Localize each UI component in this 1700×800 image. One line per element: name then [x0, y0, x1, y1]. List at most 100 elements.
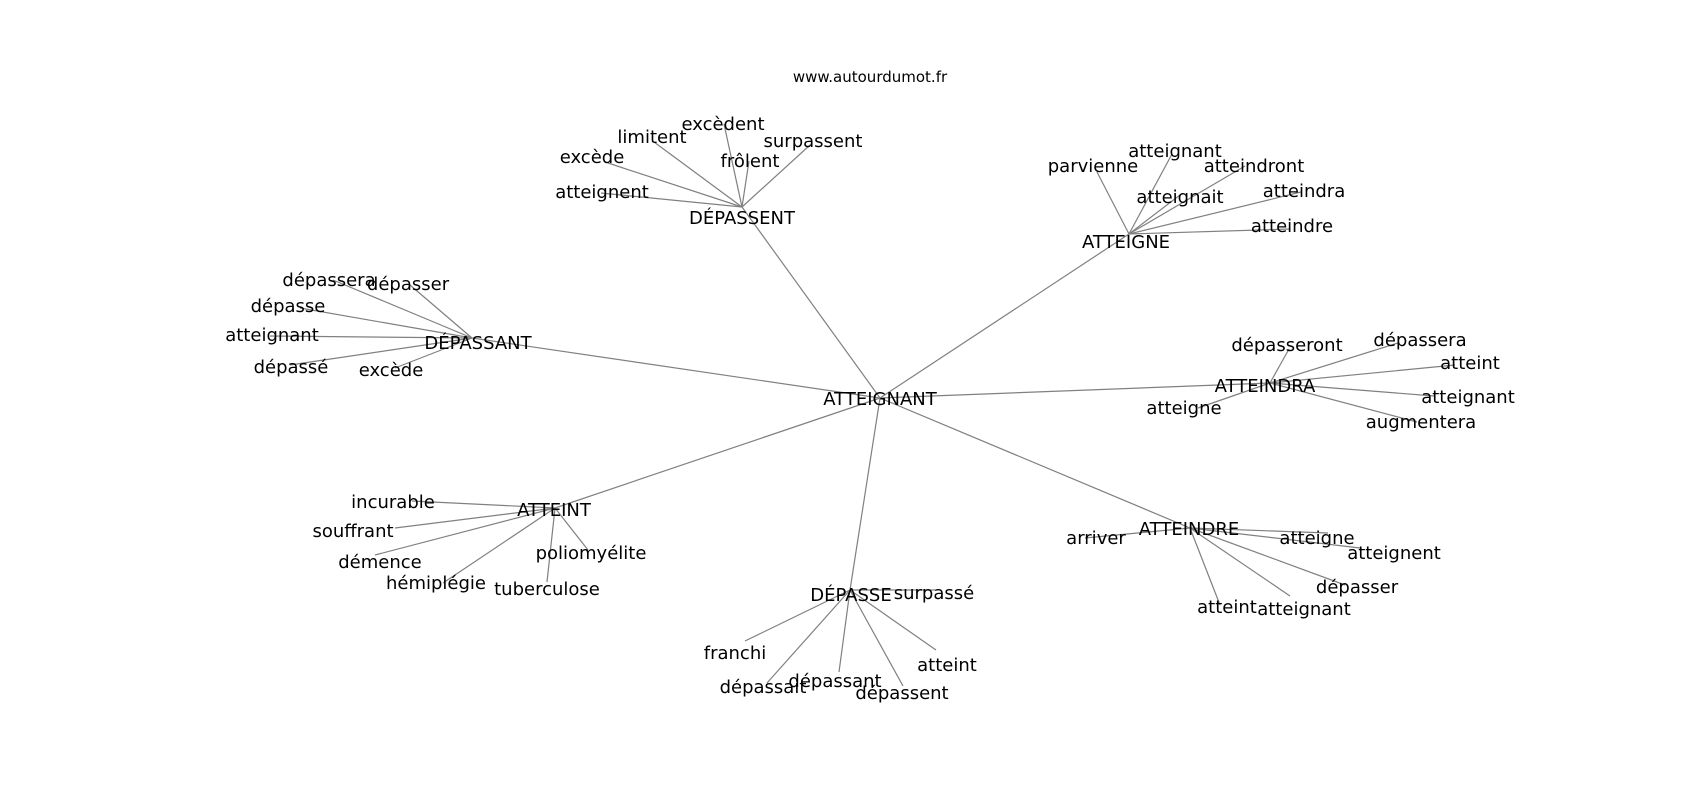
hub-leaf-edge — [1269, 348, 1290, 384]
leaf-node-label: dépasse — [251, 296, 326, 317]
leaf-node-label: dépassait — [720, 677, 807, 698]
center-hub-edge — [849, 397, 881, 591]
center-hub-edge — [741, 206, 881, 399]
hub-leaf-edge — [394, 507, 556, 529]
leaf-node-label: atteindra — [1263, 181, 1346, 202]
leaf-node-label: excède — [359, 360, 424, 381]
hub-leaf-edge — [607, 162, 743, 208]
hub-leaf-edge — [838, 589, 851, 673]
hub-leaf-edge — [546, 507, 556, 583]
center-hub-edge — [554, 397, 881, 509]
leaf-node-label: surpassé — [894, 583, 974, 604]
leaf-node-label: atteigne — [1146, 398, 1221, 419]
hub-leaf-edge — [1096, 171, 1130, 235]
hub-leaf-edge — [1269, 364, 1456, 384]
leaf-node-label: parvienne — [1048, 156, 1138, 177]
hub-node-label: ATTEINDRA — [1215, 376, 1316, 397]
hub-leaf-edge — [1269, 382, 1435, 397]
hub-node-label: ATTEINT — [517, 500, 592, 521]
leaf-node-label: atteignant — [1257, 599, 1351, 620]
hub-leaf-edge — [554, 507, 589, 551]
hub-node-label: DÉPASSENT — [689, 207, 796, 229]
hub-leaf-edge — [289, 337, 473, 366]
hub-leaf-edge — [1189, 527, 1346, 586]
leaf-node-label: augmentera — [1366, 412, 1476, 433]
leaf-node-label: dépasser — [1316, 577, 1399, 598]
hub-leaf-edge — [1189, 527, 1329, 534]
leaf-node-label: dépassera — [282, 270, 375, 291]
leaf-node-label: atteignant — [225, 325, 319, 346]
hub-leaf-edge — [849, 589, 904, 687]
leaf-node-label: surpassent — [764, 131, 863, 152]
hub-node-label: ATTEIGNE — [1082, 232, 1170, 253]
hub-leaf-edge — [1189, 527, 1221, 606]
leaf-node-label: frôlent — [721, 151, 780, 172]
site-label: www.autourdumot.fr — [793, 68, 948, 86]
leaf-node-label: atteignant — [1128, 141, 1222, 162]
leaf-node-label: limitent — [617, 127, 686, 148]
hub-leaf-edge — [442, 507, 556, 584]
leaf-node-label: excèdent — [681, 114, 764, 135]
leaf-node-label: dépassé — [254, 357, 329, 378]
leaf-node-label: incurable — [351, 492, 435, 513]
leaf-node-label: franchi — [704, 643, 766, 664]
hub-node-label: DÉPASSE — [810, 584, 891, 606]
leaf-node-label: dépasseront — [1231, 335, 1342, 356]
leaf-node-label: atteint — [1440, 353, 1500, 374]
hub-leaf-edge — [394, 337, 473, 369]
hub-node-label: ATTEINDRE — [1139, 519, 1239, 540]
leaf-node-label: dépassant — [788, 671, 881, 692]
leaf-node-label: dépassent — [855, 683, 948, 704]
leaf-node-label: dépasser — [367, 274, 450, 295]
hub-leaf-edge — [409, 284, 473, 339]
center-hub-edge — [879, 397, 1191, 529]
hub-leaf-edge — [1128, 194, 1181, 235]
leaf-node-label: atteigne — [1279, 528, 1354, 549]
leaf-node-label: dépassera — [1373, 330, 1466, 351]
leaf-node-label: atteint — [1197, 597, 1257, 618]
leaf-node-label: atteint — [917, 655, 977, 676]
hub-leaf-edge — [1197, 382, 1271, 409]
hub-leaf-edge — [1269, 382, 1418, 423]
leaf-node-label: atteindre — [1251, 216, 1333, 237]
hub-leaf-edge — [1128, 165, 1246, 235]
hub-leaf-edge — [744, 589, 851, 642]
leaf-node-label: atteignent — [1347, 543, 1441, 564]
leaf-node-label: démence — [338, 552, 422, 573]
hub-leaf-edge — [741, 160, 750, 208]
leaf-node-label: excède — [560, 147, 625, 168]
center-hub-edge — [879, 382, 1271, 399]
leaf-node-label: atteignant — [1421, 387, 1515, 408]
hub-leaf-edge — [1128, 191, 1302, 235]
hub-leaf-edge — [653, 141, 743, 208]
hub-leaf-edge — [723, 123, 743, 208]
center-hub-edge — [879, 233, 1130, 399]
leaf-node-label: atteindront — [1204, 156, 1305, 177]
hub-leaf-edge — [1189, 527, 1361, 549]
leaf-node-label: souffrant — [312, 521, 393, 542]
hub-leaf-edge — [269, 335, 473, 339]
leaf-node-label: atteignait — [1136, 187, 1223, 208]
edge-layer — [269, 123, 1456, 687]
label-layer: www.autourdumot.fr atteignentexcèdelimit… — [225, 68, 1515, 704]
hub-leaf-edge — [374, 507, 556, 556]
hub-leaf-edge — [1269, 342, 1399, 384]
center-hub-edge — [471, 337, 881, 399]
hub-leaf-edge — [1084, 527, 1191, 539]
hub-node-label: DÉPASSANT — [424, 332, 532, 354]
hub-leaf-edge — [1128, 153, 1173, 235]
hub-leaf-edge — [332, 279, 473, 339]
leaf-node-label: hémiplégie — [386, 573, 486, 594]
hub-leaf-edge — [1128, 228, 1291, 235]
leaf-node-label: arriver — [1066, 528, 1126, 549]
leaf-node-label: poliomyélite — [536, 543, 647, 564]
center-node-label: ATTEIGNANT — [823, 389, 937, 410]
leaf-node-label: atteignent — [555, 182, 649, 203]
hub-leaf-edge — [766, 589, 851, 684]
hub-leaf-edge — [741, 144, 811, 208]
hub-leaf-edge — [299, 307, 473, 339]
hub-leaf-edge — [600, 192, 743, 208]
hub-leaf-edge — [411, 500, 556, 509]
hub-leaf-edge — [1189, 527, 1291, 597]
